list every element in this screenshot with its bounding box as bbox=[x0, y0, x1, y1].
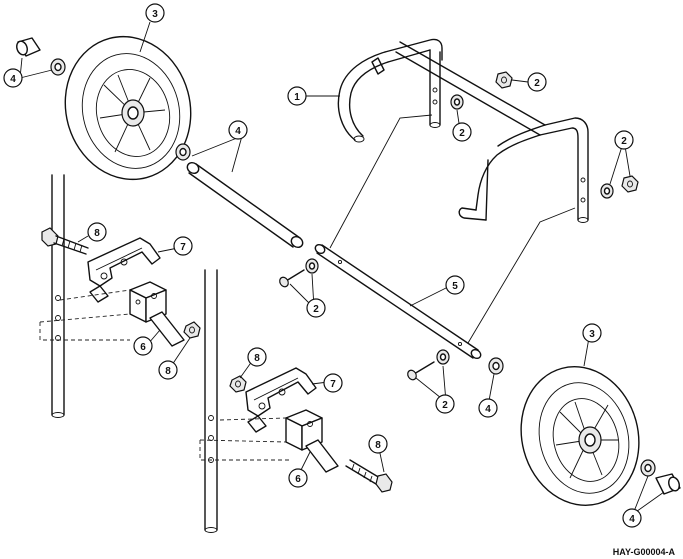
svg-text:8: 8 bbox=[165, 366, 171, 377]
left-upright-tube bbox=[51, 174, 65, 418]
callout-c4c: 4 bbox=[478, 398, 498, 418]
right-wheel bbox=[520, 366, 640, 506]
middle-upright-tube bbox=[204, 269, 218, 533]
washer-frame-rear bbox=[600, 183, 614, 199]
nut-frame-rear bbox=[621, 175, 639, 193]
callout-c4d: 4 bbox=[622, 508, 642, 528]
callout-c7b: 7 bbox=[323, 373, 343, 393]
left-wheel bbox=[64, 35, 192, 181]
bolt-lower bbox=[345, 459, 393, 493]
nut-upper-block bbox=[183, 321, 201, 339]
bracket-upper bbox=[87, 237, 161, 303]
svg-text:8: 8 bbox=[375, 440, 381, 451]
callout-c3b: 3 bbox=[582, 323, 602, 343]
nut-lower-top bbox=[229, 375, 247, 393]
washer-right-wheel-outer bbox=[640, 459, 656, 477]
svg-text:4: 4 bbox=[485, 404, 491, 415]
svg-text:2: 2 bbox=[621, 136, 627, 147]
svg-text:3: 3 bbox=[589, 329, 595, 340]
washer-axle-right bbox=[436, 349, 450, 365]
frame-handle bbox=[337, 38, 589, 223]
mount-block-upper bbox=[129, 281, 185, 347]
svg-text:4: 4 bbox=[235, 126, 241, 137]
callout-c7a: 7 bbox=[173, 236, 193, 256]
callout-c8a: 8 bbox=[87, 222, 107, 242]
screw-axle-left bbox=[279, 269, 305, 288]
washer-right-wheel-hub bbox=[488, 357, 504, 375]
pin-cap-bottom-right bbox=[655, 473, 681, 495]
callout-c2d: 2 bbox=[306, 298, 326, 318]
screw-axle-right bbox=[407, 361, 435, 381]
svg-text:7: 7 bbox=[180, 242, 186, 253]
alignment-dashes bbox=[39, 289, 290, 461]
svg-text:6: 6 bbox=[140, 342, 146, 353]
svg-text:8: 8 bbox=[94, 228, 100, 239]
svg-text:2: 2 bbox=[534, 78, 540, 89]
callout-c8b: 8 bbox=[158, 360, 178, 380]
svg-text:3: 3 bbox=[152, 9, 158, 20]
svg-text:2: 2 bbox=[459, 128, 465, 139]
bolt-upper bbox=[41, 227, 89, 255]
callout-c2e: 2 bbox=[435, 394, 455, 414]
callout-c6b: 6 bbox=[288, 468, 308, 488]
washer-left-wheel-hub bbox=[175, 143, 191, 161]
callout-c2c: 2 bbox=[614, 130, 634, 150]
svg-text:4: 4 bbox=[10, 74, 16, 85]
svg-text:2: 2 bbox=[313, 304, 319, 315]
washer-left-wheel-top bbox=[50, 58, 66, 76]
callout-c1: 1 bbox=[287, 86, 307, 106]
washer-frame-post bbox=[450, 94, 464, 110]
svg-text:1: 1 bbox=[294, 92, 300, 103]
washer-axle-left bbox=[305, 258, 319, 274]
svg-text:4: 4 bbox=[629, 514, 635, 525]
callout-c3a: 3 bbox=[145, 3, 165, 23]
callout-c2a: 2 bbox=[527, 72, 547, 92]
nut-frame-top bbox=[495, 71, 513, 89]
callout-c5: 5 bbox=[445, 275, 465, 295]
svg-text:6: 6 bbox=[295, 474, 301, 485]
mount-block-lower bbox=[285, 409, 339, 473]
callout-c4b: 4 bbox=[228, 120, 248, 140]
callout-c4a: 4 bbox=[3, 68, 23, 88]
svg-text:8: 8 bbox=[254, 353, 260, 364]
callout-c8c: 8 bbox=[247, 347, 267, 367]
pin-cap-top-left bbox=[16, 37, 41, 57]
callout-c8d: 8 bbox=[368, 434, 388, 454]
figure-reference-code: HAY-G00004-A bbox=[612, 547, 675, 557]
svg-text:5: 5 bbox=[452, 281, 458, 292]
axle-spacer-tube bbox=[186, 161, 304, 249]
axle-rod bbox=[314, 243, 482, 360]
bracket-lower bbox=[245, 367, 317, 433]
svg-text:7: 7 bbox=[330, 379, 336, 390]
svg-text:2: 2 bbox=[442, 400, 448, 411]
callout-c2b: 2 bbox=[452, 122, 472, 142]
callout-c6a: 6 bbox=[133, 336, 153, 356]
assembly-guide-lines bbox=[329, 114, 576, 344]
